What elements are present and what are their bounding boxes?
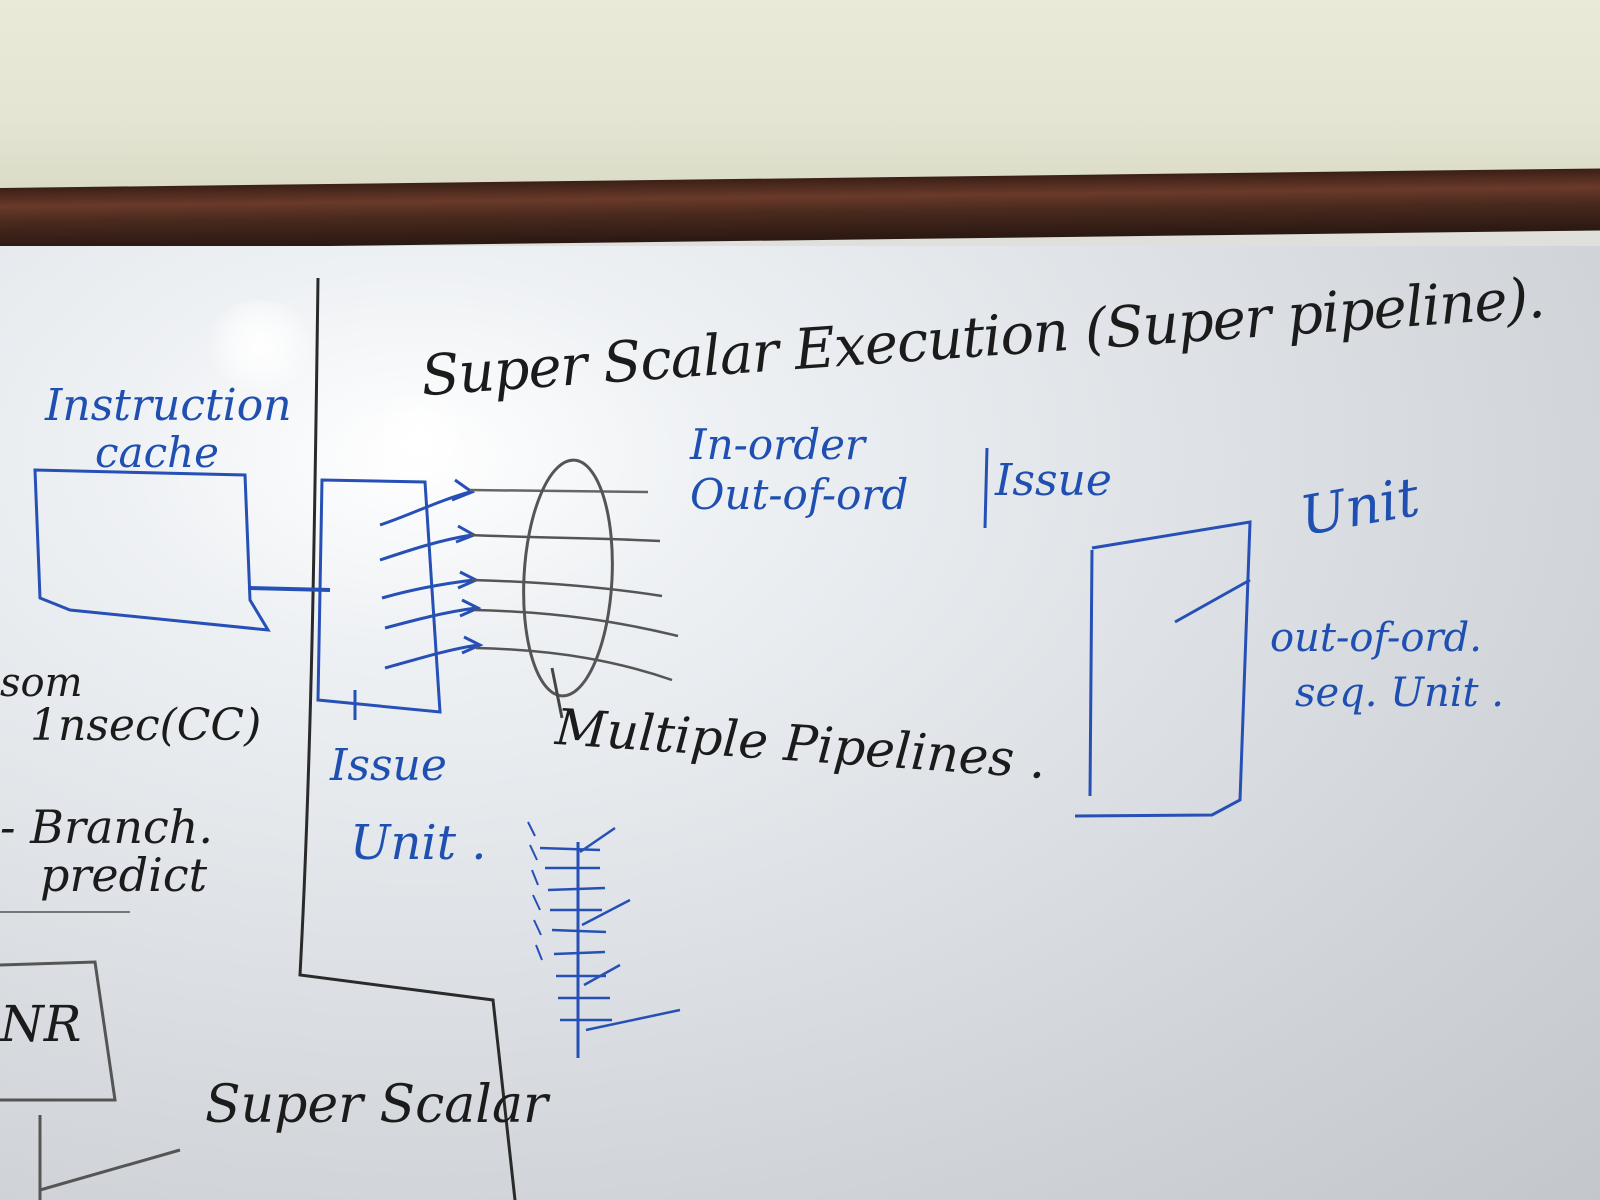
left-bottom-mark xyxy=(38,1115,181,1200)
unit-box-diagonal xyxy=(1174,578,1251,624)
wall xyxy=(0,0,1600,200)
issue-arrow xyxy=(384,635,484,670)
issue-arrow xyxy=(379,478,476,527)
pipeline-line xyxy=(471,578,663,598)
out-of-order-unit-label: out-of-ord. xyxy=(1270,615,1482,661)
seq-unit-label: seq. Unit . xyxy=(1295,670,1505,716)
out-of-order-label: Out-of-ord xyxy=(690,470,909,519)
issue-label: Issue xyxy=(995,455,1112,506)
pipeline-line xyxy=(469,488,649,494)
pipeline-line xyxy=(475,646,673,682)
left-fragment: Super Scalar xyxy=(205,1075,548,1135)
issue-bracket xyxy=(983,447,989,529)
left-fragment: 1nsec(CC) xyxy=(30,700,262,751)
issue-arrow xyxy=(381,570,480,600)
whiteboard xyxy=(0,246,1600,1200)
left-fragment: NR xyxy=(0,995,82,1053)
light-glare xyxy=(205,300,315,390)
pipeline-oval xyxy=(522,458,614,698)
issue-unit-label-1: Issue xyxy=(330,740,447,791)
light-glare xyxy=(370,395,470,475)
unit-box xyxy=(1074,520,1252,818)
left-fragment: som xyxy=(0,660,83,706)
issue-unit-box xyxy=(316,478,442,714)
instruction-cache-label-1: Instruction xyxy=(45,380,292,431)
cache-to-issue-line xyxy=(247,586,331,592)
left-fragment: predict xyxy=(40,848,208,902)
ladder-rungs xyxy=(539,846,612,1022)
left-fragment: - Branch. xyxy=(0,800,214,854)
divider-line xyxy=(298,277,517,1200)
ladder-side-marks xyxy=(527,821,543,961)
in-order-label: In-order xyxy=(690,420,866,469)
instruction-cache-label-2: cache xyxy=(95,428,219,477)
pipeline-line xyxy=(473,608,679,638)
ladder-branch xyxy=(579,826,681,1032)
issue-unit-label-2: Unit . xyxy=(350,815,487,871)
instruction-cache-box xyxy=(33,468,271,632)
oval-pointer xyxy=(550,667,564,719)
unit-box-left xyxy=(1088,549,1094,797)
issue-arrow xyxy=(384,598,482,630)
pipeline-line xyxy=(469,533,661,543)
nr-box xyxy=(0,960,117,1102)
